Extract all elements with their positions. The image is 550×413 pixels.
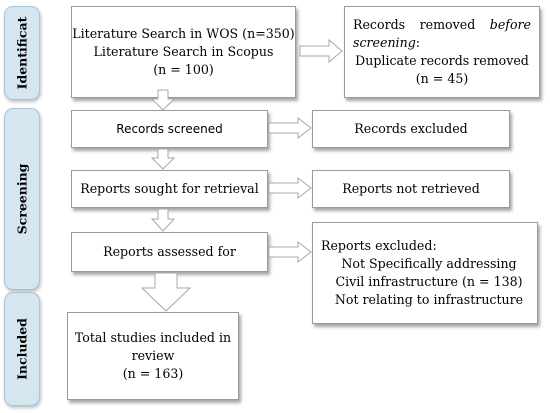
arrow-assessed-to-excluded xyxy=(268,240,312,264)
studies-included-box: Total studies included in review (n = 16… xyxy=(67,312,239,400)
removed-line-1: Records removed before xyxy=(353,16,531,34)
reports-excluded-line-4: Not relating to infrastructure xyxy=(334,292,524,307)
included-line-1: Total studies included in xyxy=(74,330,232,345)
reports-excluded-line-1: Reports excluded: xyxy=(321,238,437,253)
removed-line-2: Duplicate records removed xyxy=(355,53,529,68)
arrow-sought-to-assessed xyxy=(150,208,176,232)
phase-included-label: Included xyxy=(14,318,30,380)
included-line-3: (n = 163) xyxy=(122,366,184,381)
removed-line-screening: screening: xyxy=(353,34,531,52)
phase-included: Included xyxy=(4,292,40,406)
reports-excluded-line-3: Civil infrastructure (n = 138) xyxy=(335,274,523,289)
assessed-line-1: Reports assessed for xyxy=(103,244,236,259)
arrow-assessed-to-included xyxy=(140,272,192,312)
search-line-3: (n = 100) xyxy=(153,62,214,77)
search-line-1: Literature Search in WOS (n=350) xyxy=(72,26,295,41)
phase-identification-label: Identificat xyxy=(14,16,30,90)
removed-word-records: Records xyxy=(353,17,406,32)
phase-screening-label: Screening xyxy=(14,163,30,235)
screened-line-1: Records screened xyxy=(116,122,223,136)
reports-excluded-box: Reports excluded: Not Specifically addre… xyxy=(312,222,538,324)
removed-word-screening: screening xyxy=(353,35,416,50)
arrow-search-to-removed xyxy=(299,38,343,64)
removed-line-3: (n = 45) xyxy=(415,71,469,86)
included-line-2: review xyxy=(131,348,175,363)
sought-line-1: Reports sought for retrieval xyxy=(80,181,259,196)
removed-colon: : xyxy=(415,35,421,50)
records-removed-box: Records removed before screening: Duplic… xyxy=(344,6,540,98)
records-excluded-box: Records excluded xyxy=(312,110,510,148)
reports-not-retrieved-box: Reports not retrieved xyxy=(312,170,510,208)
not-retrieved-line-1: Reports not retrieved xyxy=(342,181,480,196)
arrow-screened-to-sought xyxy=(150,148,176,170)
reports-assessed-box: Reports assessed for xyxy=(71,232,268,272)
phase-identification: Identificat xyxy=(4,6,40,100)
records-screened-box: Records screened xyxy=(71,110,268,148)
reports-excluded-line-2: Not Specifically addressing xyxy=(341,256,517,271)
removed-word-before: before xyxy=(489,17,531,32)
arrow-search-to-screened xyxy=(150,89,176,111)
arrow-screened-to-excluded xyxy=(268,116,312,140)
removed-word-removed: removed xyxy=(419,17,476,32)
reports-sought-box: Reports sought for retrieval xyxy=(71,170,268,208)
arrow-sought-to-not-retrieved xyxy=(268,176,312,200)
search-line-2: Literature Search in Scopus xyxy=(93,44,274,59)
phase-screening: Screening xyxy=(4,108,40,290)
excluded-line-1: Records excluded xyxy=(354,121,468,136)
literature-search-box: Literature Search in WOS (n=350) Literat… xyxy=(71,6,296,98)
